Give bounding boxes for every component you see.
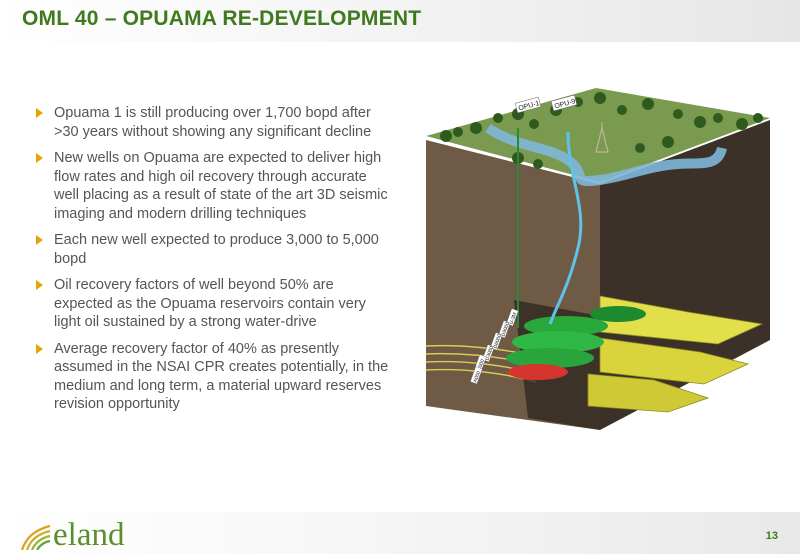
triangle-right-icon	[36, 108, 43, 118]
footer-bar	[0, 512, 800, 554]
horizon-label: A000	[473, 370, 483, 383]
bullet-list: Opuama 1 is still producing over 1,700 b…	[36, 104, 390, 422]
horizon-label: Z000	[477, 358, 487, 371]
bullet-item: Each new well expected to produce 3,000 …	[36, 231, 390, 268]
drilling-rig-icon	[595, 122, 609, 153]
triangle-right-icon	[36, 280, 43, 290]
bullet-text: New wells on Opuama are expected to deli…	[54, 150, 388, 222]
bullet-item: Oil recovery factors of well beyond 50% …	[36, 276, 390, 332]
page-title: OML 40 – OPUAMA RE-DEVELOPMENT	[22, 7, 422, 30]
logo-text: eland	[53, 517, 125, 553]
bullet-text: Each new well expected to produce 3,000 …	[54, 232, 379, 267]
triangle-right-icon	[36, 343, 43, 354]
surface-land	[426, 88, 770, 182]
bullet-text: Average recovery factor of 40% as presen…	[54, 340, 389, 413]
bullet-item: Average recovery factor of 40% as presen…	[36, 340, 390, 414]
title-bar: OML 40 – OPUAMA RE-DEVELOPMENT	[0, 0, 800, 42]
well-path-opu9	[548, 131, 583, 325]
bullet-text: Oil recovery factors of well beyond 50% …	[54, 277, 366, 330]
horizon-label: D9000	[501, 321, 512, 337]
horizon-label: U-3M	[509, 312, 519, 326]
bullet-item: New wells on Opuama are expected to deli…	[36, 149, 390, 223]
river	[485, 123, 727, 186]
triangle-right-icon	[36, 235, 43, 245]
reservoir-lenses	[506, 306, 646, 380]
reservoir-block-diagram: OPU-1 OPU-9 U-3M D9000 D6000 D3000 Z000 …	[425, 88, 770, 430]
bullet-item: Opuama 1 is still producing over 1,700 b…	[36, 104, 390, 141]
horizon-labels: U-3M D9000 D6000 D3000 Z000 A000	[470, 308, 519, 385]
company-logo: eland	[20, 514, 125, 553]
page-number: 13	[765, 530, 778, 542]
horizon-label: D3000	[485, 345, 496, 361]
trees	[440, 92, 763, 169]
horizon-label: D6000	[493, 333, 504, 349]
sun-rays-logo-icon	[20, 524, 51, 550]
bullet-text: Opuama 1 is still producing over 1,700 b…	[54, 105, 372, 140]
triangle-right-icon	[36, 153, 43, 163]
